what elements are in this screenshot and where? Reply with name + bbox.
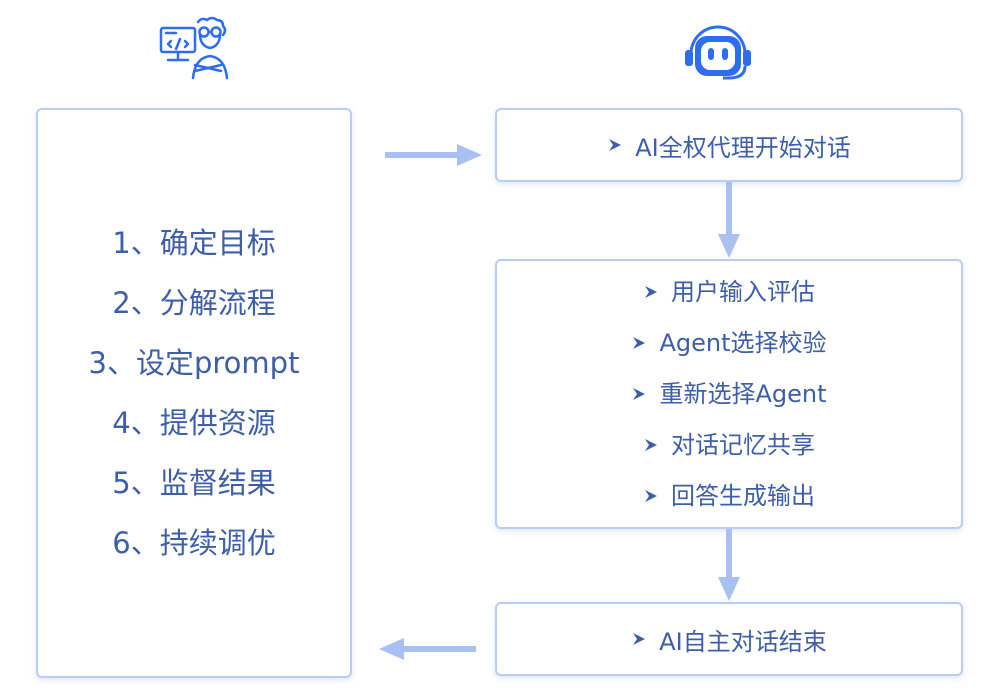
ai-process-box: 用户输入评估 Agent选择校验 重新选择Agent 对话记忆共享 回答生成输出 <box>495 259 963 529</box>
arrow-down-2 <box>718 529 740 601</box>
step-4: 4、提供资源 <box>112 406 276 440</box>
chevron-bullet-icon <box>633 337 646 349</box>
process-item-label: 用户输入评估 <box>671 277 815 306</box>
human-steps-panel: 1、确定目标 2、分解流程 3、设定prompt 4、提供资源 5、监督结果 6… <box>36 108 352 678</box>
process-item-label: 对话记忆共享 <box>671 430 815 459</box>
chevron-bullet-icon <box>645 490 657 502</box>
step-5: 5、监督结果 <box>112 466 276 500</box>
arrow-down-1 <box>718 182 740 258</box>
process-item: 回答生成输出 <box>643 471 815 522</box>
process-item-label: Agent选择校验 <box>659 328 827 357</box>
chevron-bullet-icon <box>633 388 646 400</box>
chevron-bullet-icon <box>645 439 657 451</box>
chevron-bullet-icon <box>633 633 646 645</box>
chevron-bullet-icon <box>645 286 657 298</box>
process-item-label: 回答生成输出 <box>671 481 815 510</box>
ai-end-label: AI自主对话结束 <box>659 627 827 656</box>
step-3: 3、设定prompt <box>88 346 300 380</box>
chevron-bullet-icon <box>609 139 622 151</box>
step-6: 6、持续调优 <box>112 526 276 560</box>
developer-icon <box>159 16 229 80</box>
robot-icon <box>685 25 751 80</box>
step-1: 1、确定目标 <box>112 226 276 260</box>
ai-start-label: AI全权代理开始对话 <box>635 133 851 162</box>
ai-end-box: AI自主对话结束 <box>495 602 963 676</box>
ai-start-box: AI全权代理开始对话 <box>495 108 963 182</box>
arrow-left <box>379 638 476 660</box>
process-item: 对话记忆共享 <box>643 420 815 471</box>
arrow-right <box>385 144 482 166</box>
step-2: 2、分解流程 <box>112 286 276 320</box>
process-item: 用户输入评估 <box>643 267 815 318</box>
process-item: 重新选择Agent <box>631 369 827 420</box>
process-item-label: 重新选择Agent <box>659 379 827 408</box>
process-item: Agent选择校验 <box>631 318 827 369</box>
